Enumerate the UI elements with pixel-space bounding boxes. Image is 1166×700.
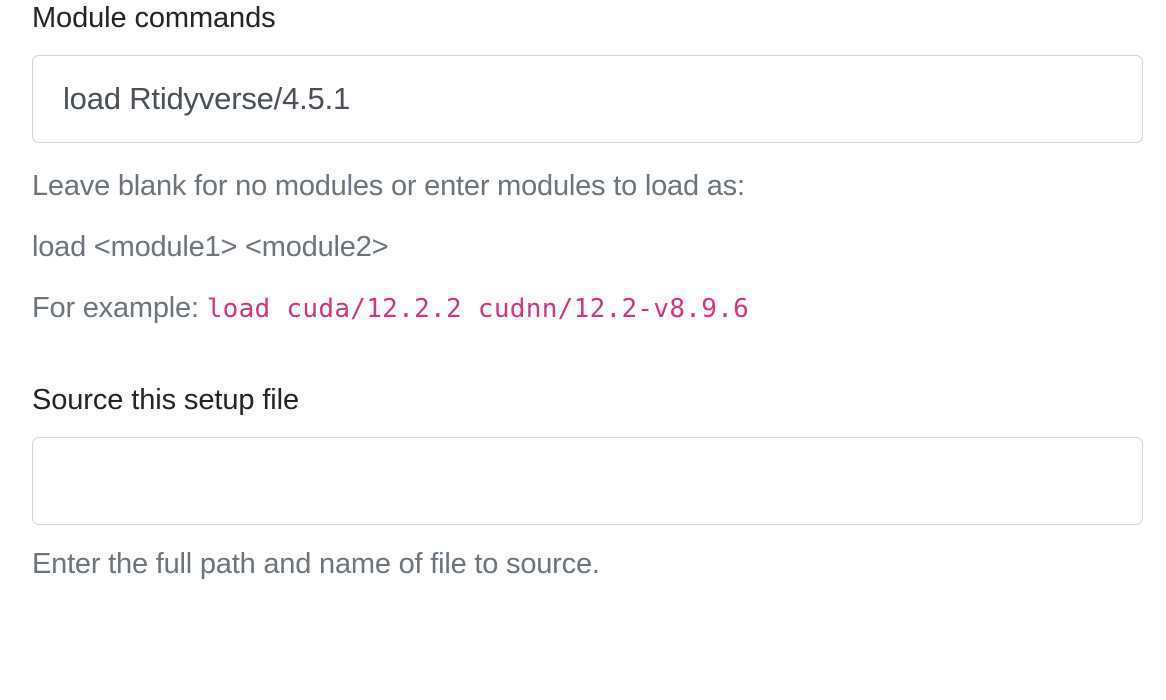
module-commands-label: Module commands [32,2,276,34]
module-commands-help-line-2: load <module1> <module2> [32,231,389,263]
module-commands-input[interactable] [32,55,1143,143]
source-setup-file-help-line-1: Enter the full path and name of file to … [32,548,600,580]
form-group-module-commands: Module commands Leave blank for no modul… [32,0,1143,340]
module-commands-help: Leave blank for no modules or enter modu… [32,143,1143,340]
source-setup-file-help: Enter the full path and name of file to … [32,525,1143,595]
module-commands-help-line-1: Leave blank for no modules or enter modu… [32,170,745,202]
form-group-source-setup-file: Source this setup file Enter the full pa… [32,382,1143,595]
source-setup-file-label: Source this setup file [32,384,299,416]
module-commands-help-line-3: For example: load cuda/12.2.2 cudnn/12.2… [32,278,1143,340]
module-commands-help-example-prefix: For example: [32,292,207,324]
source-setup-file-input[interactable] [32,437,1143,525]
module-commands-help-example-code: load cuda/12.2.2 cudnn/12.2-v8.9.6 [206,294,750,324]
